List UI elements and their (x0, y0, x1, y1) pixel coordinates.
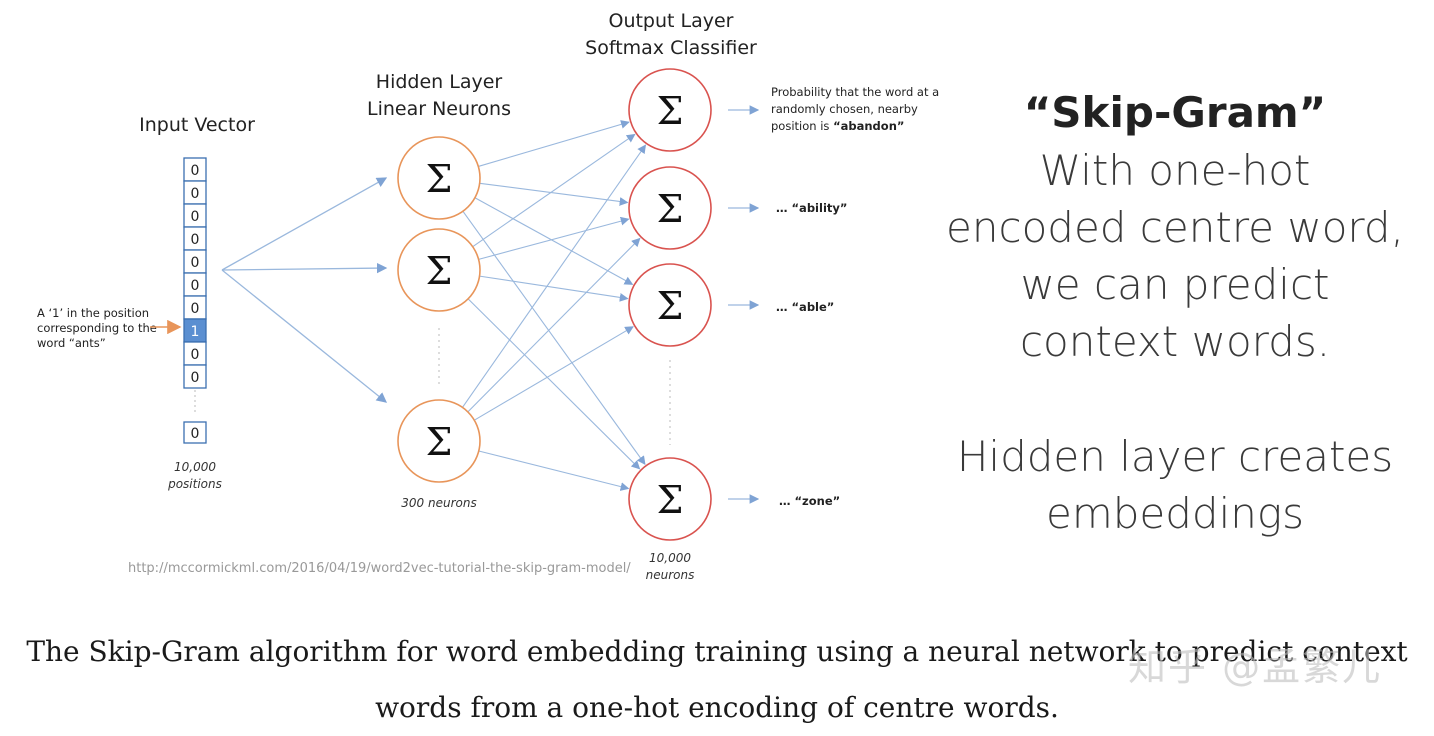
hidden-output-connection (478, 450, 630, 491)
input-cell-value: 0 (191, 163, 200, 179)
hidden-output-connection (474, 197, 634, 285)
input-cell-value: 0 (191, 370, 200, 386)
hidden-output-connection (478, 120, 630, 167)
sigma-symbol: Σ (426, 249, 453, 293)
input-hidden-connection (221, 262, 388, 274)
skip-gram-diagram: Input Vector Hidden Layer Linear Neurons… (37, 10, 939, 582)
output-neuron: Σ (628, 68, 712, 152)
output-neuron: Σ (628, 263, 712, 347)
summary-line-3: we can predict (1020, 260, 1330, 309)
input-vector-title: Input Vector (139, 114, 255, 136)
one-hot-annotation-3: word “ants” (37, 336, 106, 350)
output-neuron-circle (628, 166, 712, 250)
hidden-neuron: Σ (397, 228, 481, 312)
input-cell-value: 0 (191, 255, 200, 271)
output-word-able: … “able” (776, 300, 834, 314)
summary-line-5: Hidden layer creates (956, 432, 1394, 481)
hidden-neuron: Σ (397, 399, 481, 483)
source-url: http://mccormickml.com/2016/04/19/word2v… (128, 561, 631, 576)
output-layer: Σ Σ Σ Σ (628, 68, 712, 541)
output-word-abandon: “abandon” (833, 119, 904, 133)
sigma-symbol: Σ (657, 89, 684, 133)
input-cell-value: 1 (191, 324, 200, 340)
input-cell-value: 0 (191, 347, 200, 363)
hidden-output-connection (467, 237, 641, 413)
figure-caption: The Skip-Gram algorithm for word embeddi… (20, 624, 1414, 736)
sigma-symbol: Σ (426, 157, 453, 201)
hidden-output-connection (472, 133, 636, 248)
hidden-output-connection (478, 216, 630, 260)
hidden-neuron: Σ (397, 136, 481, 220)
one-hot-annotation-1: A ‘1’ in the position (37, 306, 149, 320)
hidden-layer-subtitle: Linear Neurons (367, 98, 511, 120)
input-hidden-connection (221, 269, 388, 403)
summary-line-1: With one-hot (1039, 146, 1311, 195)
input-cell-value: 0 (191, 232, 200, 248)
hidden-output-connection (462, 210, 646, 465)
caption-line-2: words from a one-hot encoding of centre … (375, 691, 1059, 724)
output-label-prob-3: position is “abandon” (771, 119, 904, 133)
output-count-unit: neurons (646, 568, 695, 582)
hidden-count: 300 neurons (401, 496, 476, 510)
input-cell (183, 364, 207, 389)
hidden-output-connection (479, 275, 629, 302)
input-vector: 0 0 0 0 0 0 0 1 0 0 (183, 157, 207, 389)
sigma-symbol: Σ (657, 478, 684, 522)
hidden-layer-title: Hidden Layer (376, 71, 503, 93)
input-count-unit: positions (167, 477, 222, 491)
hidden-neuron-circle (397, 228, 481, 312)
hidden-neuron-circle (397, 136, 481, 220)
hidden-layer: Σ Σ Σ (397, 136, 481, 483)
summary-title: “Skip-Gram” (1023, 88, 1327, 137)
output-neuron: Σ (628, 457, 712, 541)
output-neuron-circle (628, 68, 712, 152)
summary-line-4: context words. (1019, 317, 1331, 366)
output-layer-title: Output Layer (608, 10, 733, 32)
input-cell-value: 0 (191, 209, 200, 225)
sigma-symbol: Σ (657, 284, 684, 328)
one-hot-annotation-2: corresponding to the (37, 321, 157, 335)
output-word-ability: … “ability” (776, 201, 847, 215)
sigma-symbol: Σ (426, 420, 453, 464)
input-cell-value: 0 (191, 301, 200, 317)
output-word-zone: … “zone” (779, 494, 840, 508)
input-cell-value: 0 (191, 278, 200, 294)
watermark: 知乎 @孟繁儿 (1128, 645, 1383, 689)
input-cell-value: 0 (191, 186, 200, 202)
sigma-symbol: Σ (657, 187, 684, 231)
hidden-output-connection (479, 182, 629, 206)
output-label-prob-2: randomly chosen, nearby (771, 102, 918, 116)
summary-line-6: embeddings (1046, 489, 1304, 538)
hidden-output-connection (467, 298, 641, 470)
input-hidden-connection (221, 177, 388, 271)
output-neuron: Σ (628, 166, 712, 250)
output-count: 10,000 (649, 551, 691, 565)
hidden-neuron-circle (397, 399, 481, 483)
hidden-output-connection (462, 144, 647, 408)
output-label-prob-3-prefix: position is (771, 119, 833, 133)
output-neuron-circle (628, 457, 712, 541)
output-neuron-circle (628, 263, 712, 347)
hidden-output-connection (474, 326, 634, 421)
connections (221, 105, 760, 504)
output-label-prob-1: Probability that the word at a (771, 85, 939, 99)
summary-line-2: encoded centre word, (946, 203, 1404, 252)
caption-line-1: The Skip-Gram algorithm for word embeddi… (26, 635, 1408, 668)
output-layer-subtitle: Softmax Classifier (585, 37, 757, 59)
input-count: 10,000 (174, 460, 216, 474)
input-cell-last-value: 0 (191, 426, 200, 442)
skip-gram-summary: “Skip-Gram” With one-hot encoded centre … (940, 84, 1410, 542)
input-cell-last (183, 421, 207, 444)
